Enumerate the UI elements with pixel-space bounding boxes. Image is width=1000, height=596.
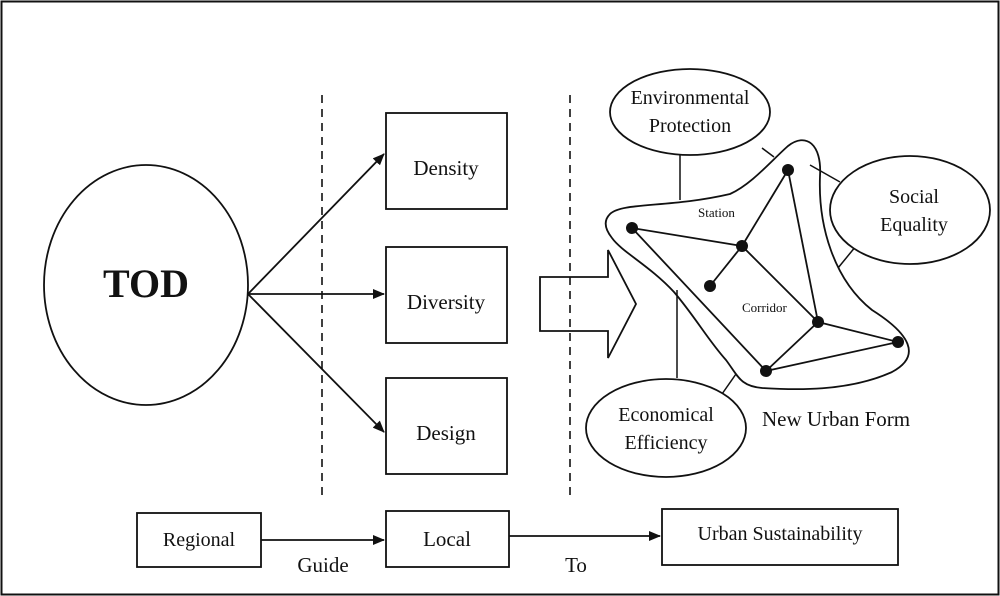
- guide-label: Guide: [297, 553, 348, 577]
- arrow-to-design: [247, 293, 385, 433]
- social-ellipse: [829, 155, 991, 265]
- tod-ellipse: [43, 164, 249, 406]
- environmental-line1: Environmental: [631, 87, 750, 109]
- design-label: Design: [416, 421, 476, 445]
- density-label: Density: [413, 156, 479, 180]
- station-node: [760, 365, 772, 377]
- social-line1: Social: [889, 186, 939, 208]
- network-edges: [631, 169, 899, 372]
- edge: [631, 227, 743, 247]
- design-box: [385, 377, 508, 475]
- local-label: Local: [423, 527, 471, 551]
- station-label: Station: [698, 205, 735, 220]
- new-urban-form-caption: New Urban Form: [762, 407, 910, 431]
- urban-sustainability-label: Urban Sustainability: [698, 523, 863, 545]
- station-node: [782, 164, 794, 176]
- edge: [765, 341, 899, 372]
- diversity-box: [385, 246, 508, 344]
- tod-label: TOD: [103, 261, 189, 306]
- economical-line1: Economical: [618, 404, 714, 426]
- connector-environmental-2: [761, 147, 775, 158]
- block-arrow: [539, 249, 638, 359]
- urban-form-outline: [604, 139, 910, 391]
- edge: [631, 227, 767, 372]
- environmental-ellipse: [609, 68, 771, 156]
- station-node: [812, 316, 824, 328]
- corridor-label: Corridor: [742, 300, 787, 315]
- to-label: To: [565, 553, 587, 577]
- economical-line2: Efficiency: [625, 432, 708, 454]
- network-nodes: [626, 164, 904, 377]
- edge: [741, 245, 819, 323]
- edge: [741, 169, 789, 247]
- economical-ellipse: [585, 378, 747, 478]
- social-line2: Equality: [880, 214, 948, 236]
- arrow-to-density: [247, 153, 385, 295]
- edge: [817, 321, 899, 343]
- edge: [709, 245, 743, 287]
- environmental-line2: Protection: [649, 115, 731, 137]
- connector-social: [809, 164, 841, 183]
- edge: [765, 321, 819, 372]
- urban-sustainability-box: [661, 508, 899, 566]
- local-box: [385, 510, 510, 568]
- connector-social-2: [837, 245, 857, 269]
- regional-label: Regional: [163, 529, 236, 551]
- diversity-label: Diversity: [407, 290, 486, 314]
- edge: [787, 169, 819, 323]
- station-node: [736, 240, 748, 252]
- density-box: [385, 112, 508, 210]
- station-node: [892, 336, 904, 348]
- station-node: [704, 280, 716, 292]
- connector-economical-2: [721, 373, 737, 395]
- station-node: [626, 222, 638, 234]
